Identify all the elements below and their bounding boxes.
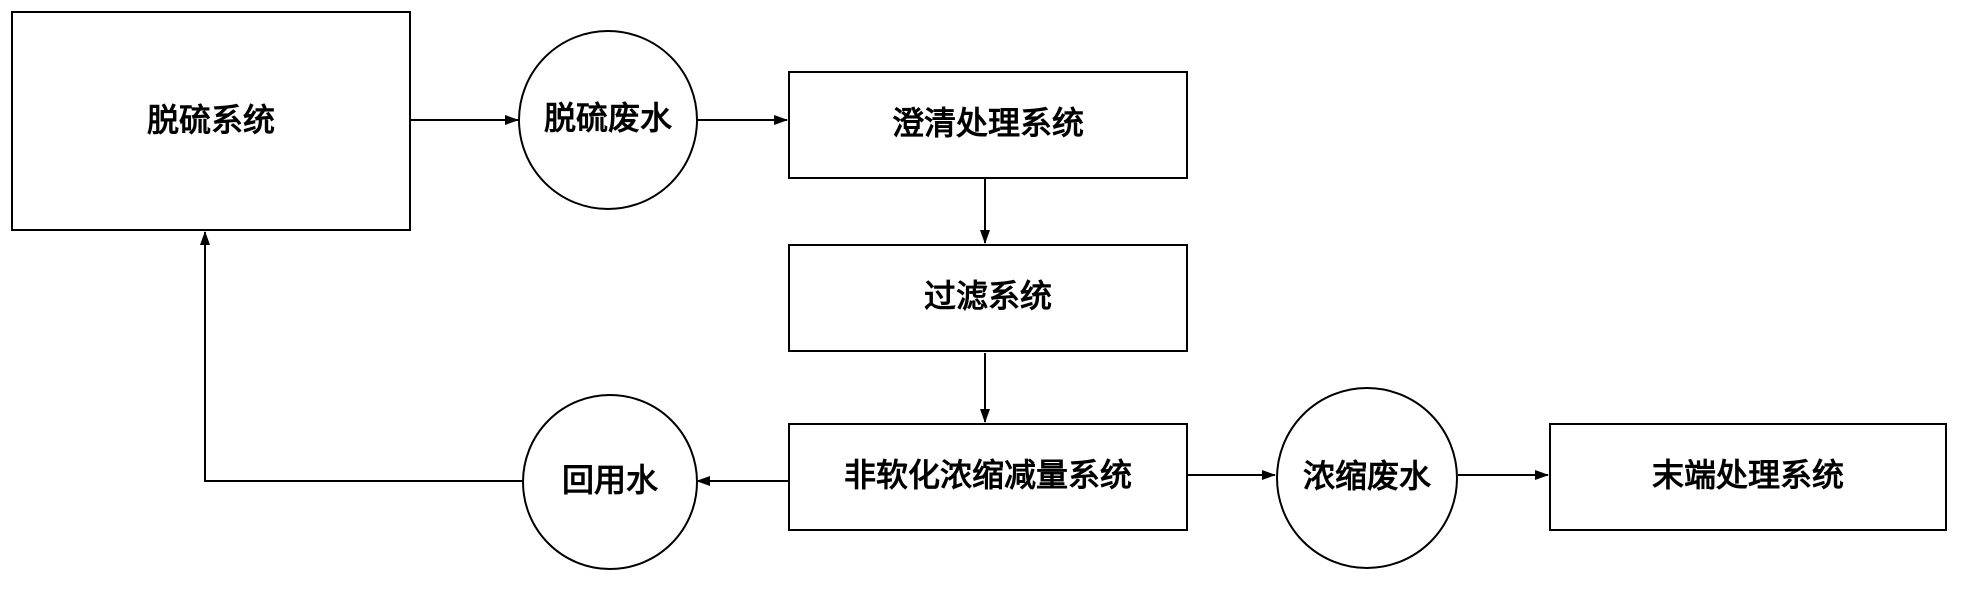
desulfurization-wastewater-label: 脱硫废水 [544,99,673,137]
edge-reuse-water-to-desulfurization [200,231,523,482]
filtration-system-label: 过滤系统 [924,277,1052,315]
filtration-system-node: 过滤系统 [788,244,1188,352]
clarification-system-label: 澄清处理系统 [892,104,1084,142]
desulfurization-system-node: 脱硫系统 [11,11,411,231]
concentrated-wastewater-label: 浓缩废水 [1303,457,1432,495]
reuse-water-node: 回用水 [522,394,698,570]
end-treatment-system-label: 末端处理系统 [1652,456,1844,494]
reuse-water-label: 回用水 [562,461,659,499]
clarification-system-node: 澄清处理系统 [788,71,1188,179]
reduction-system-node: 非软化浓缩减量系统 [788,423,1188,531]
desulfurization-system-label: 脱硫系统 [147,101,275,139]
concentrated-wastewater-node: 浓缩废水 [1276,387,1458,569]
connectors [200,115,1549,486]
desulfurization-wastewater-node: 脱硫废水 [518,30,698,210]
end-treatment-system-node: 末端处理系统 [1549,423,1947,531]
reduction-system-label: 非软化浓缩减量系统 [844,456,1132,494]
